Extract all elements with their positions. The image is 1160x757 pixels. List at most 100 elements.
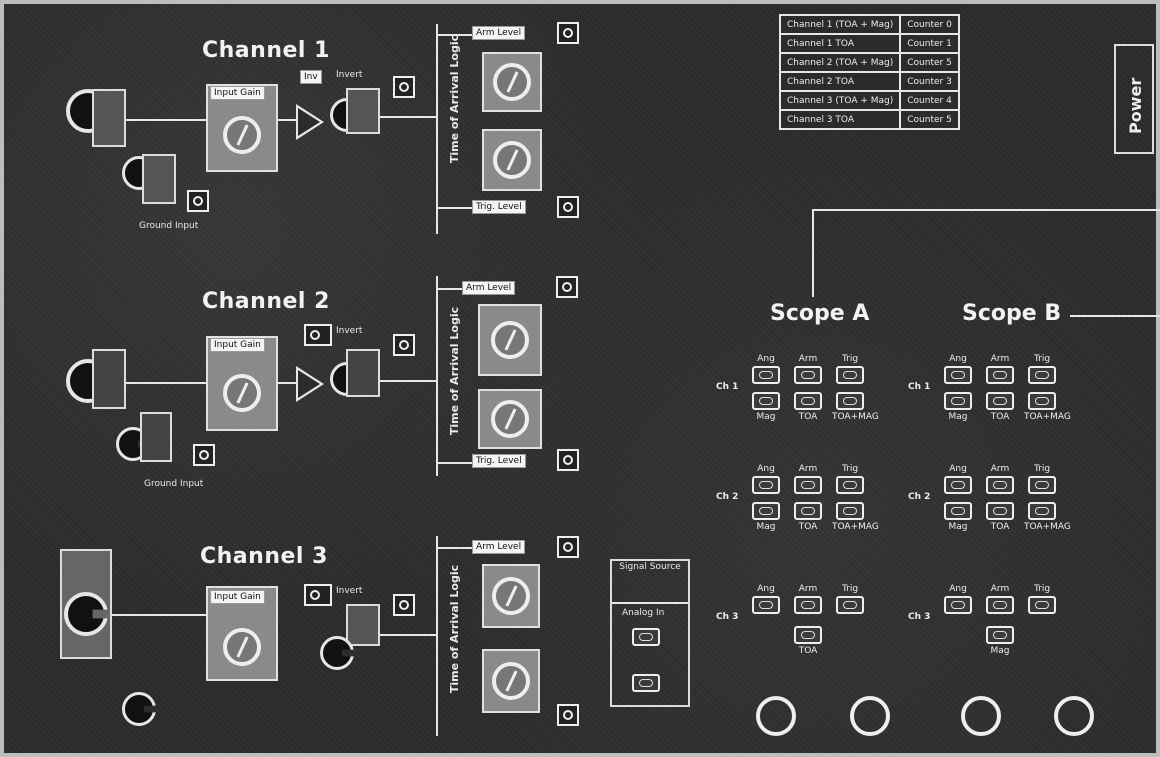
channel-2-arm-dial[interactable] <box>478 304 542 376</box>
channel-3-ground-connector[interactable] <box>122 692 156 726</box>
channel-2-ground-button[interactable] <box>193 444 215 466</box>
signal-source-button-2[interactable] <box>632 674 660 692</box>
channel-2-invert-button[interactable] <box>304 324 332 346</box>
scope-a-output-2-connector[interactable] <box>850 696 890 736</box>
signal-source-title: Signal Source <box>619 562 681 572</box>
channel-3-arm-level-button[interactable] <box>557 536 579 558</box>
scope-select-button[interactable] <box>1028 502 1056 520</box>
scope-select-button[interactable] <box>1028 476 1056 494</box>
scope-bottom-label: TOA+MAG <box>832 412 879 422</box>
scope-select-button[interactable] <box>794 626 822 644</box>
scope-top-label: Ang <box>949 354 967 364</box>
scope-select-button[interactable] <box>752 476 780 494</box>
scope-channel-label: Ch 3 <box>908 612 931 622</box>
channel-3-invert-button[interactable] <box>304 584 332 606</box>
scope-b-output-1-connector[interactable] <box>961 696 1001 736</box>
channel-1-arm-dial[interactable] <box>482 52 542 112</box>
channel-1-ground-block <box>142 154 176 204</box>
channel-2-trig-level-button[interactable] <box>557 449 579 471</box>
scope-top-label: Ang <box>949 584 967 594</box>
table-row: Channel 1 (TOA + Mag)Counter 0 <box>778 14 960 35</box>
scope-select-button[interactable] <box>794 392 822 410</box>
scope-channel-label: Ch 1 <box>716 382 739 392</box>
channel-3-arm-level-label: Arm Level <box>472 540 526 554</box>
scope-a-output-1-connector[interactable] <box>756 696 796 736</box>
scope-top-label: Ang <box>757 354 775 364</box>
channel-1-input-block <box>92 89 126 147</box>
channel-2-trig-level-label: Trig. Level <box>472 454 526 468</box>
scope-select-button[interactable] <box>752 596 780 614</box>
channel-1-ground-button[interactable] <box>187 190 209 212</box>
channel-2-invert-label: Invert <box>336 326 363 336</box>
scope-select-button[interactable] <box>1028 392 1056 410</box>
scope-bottom-label: TOA+MAG <box>1024 522 1071 532</box>
channel-2-trig-dial[interactable] <box>478 389 542 449</box>
channel-3-invert-block <box>346 604 380 646</box>
channel-3-trig-dial[interactable] <box>482 649 540 713</box>
channel-1-arm-level-label: Arm Level <box>472 26 526 40</box>
channel-2-invert-block <box>346 349 380 397</box>
scope-top-label: Trig <box>841 464 859 474</box>
scope-select-button[interactable] <box>1028 596 1056 614</box>
scope-bottom-label: Mag <box>948 522 968 532</box>
scope-select-button[interactable] <box>986 502 1014 520</box>
scope-bottom-label: Mag <box>990 646 1010 656</box>
power-switch[interactable]: Power <box>1114 44 1154 154</box>
scope-select-button[interactable] <box>944 392 972 410</box>
scope-select-button[interactable] <box>794 366 822 384</box>
scope-select-button[interactable] <box>794 502 822 520</box>
scope-b-output-2-connector[interactable] <box>1054 696 1094 736</box>
channel-1-trig-dial[interactable] <box>482 129 542 191</box>
scope-bottom-label: TOA <box>798 646 818 656</box>
channel-3-output-button[interactable] <box>393 594 415 616</box>
scope-select-button[interactable] <box>836 502 864 520</box>
scope-top-label: Ang <box>949 464 967 474</box>
scope-select-button[interactable] <box>836 596 864 614</box>
scope-select-button[interactable] <box>1028 366 1056 384</box>
scope-select-button[interactable] <box>944 502 972 520</box>
scope-select-button[interactable] <box>752 392 780 410</box>
scope-bottom-label: TOA <box>798 412 818 422</box>
power-label: Power <box>1126 77 1145 134</box>
scope-top-label: Trig <box>1033 464 1051 474</box>
scope-select-button[interactable] <box>986 476 1014 494</box>
scope-select-button[interactable] <box>986 392 1014 410</box>
scope-select-button[interactable] <box>794 596 822 614</box>
scope-select-button[interactable] <box>986 626 1014 644</box>
scope-b-title: Scope B <box>962 301 1062 326</box>
channel-1-logic-label: Time of Arrival Logic <box>448 34 461 164</box>
scope-select-button[interactable] <box>836 392 864 410</box>
channel-3-arm-dial[interactable] <box>482 564 540 628</box>
scope-top-label: Trig <box>1033 354 1051 364</box>
scope-select-button[interactable] <box>944 596 972 614</box>
scope-channel-label: Ch 2 <box>908 492 931 502</box>
scope-select-button[interactable] <box>944 476 972 494</box>
scope-select-button[interactable] <box>752 502 780 520</box>
channel-1-trig-level-button[interactable] <box>557 196 579 218</box>
scope-select-button[interactable] <box>986 596 1014 614</box>
scope-select-button[interactable] <box>836 366 864 384</box>
channel-1-output-button[interactable] <box>393 76 415 98</box>
scope-select-button[interactable] <box>944 366 972 384</box>
scope-select-button[interactable] <box>752 366 780 384</box>
scope-top-label: Arm <box>798 584 818 594</box>
channel-2-output-button[interactable] <box>393 334 415 356</box>
scope-bottom-label: TOA <box>990 412 1010 422</box>
scope-select-button[interactable] <box>986 366 1014 384</box>
table-row: Channel 3 (TOA + Mag)Counter 4 <box>778 90 960 111</box>
scope-channel-label: Ch 3 <box>716 612 739 622</box>
channel-2-arm-level-button[interactable] <box>556 276 578 298</box>
channel-1-invert-button[interactable]: Inv <box>300 70 322 84</box>
channel-3-trig-level-button[interactable] <box>557 704 579 726</box>
channel-1-arm-level-button[interactable] <box>557 22 579 44</box>
signal-source-button-1[interactable] <box>632 628 660 646</box>
channel-2-arm-level-label: Arm Level <box>462 281 516 295</box>
scope-top-label: Arm <box>798 354 818 364</box>
scope-select-button[interactable] <box>836 476 864 494</box>
channel-3-title: Channel 3 <box>200 544 328 569</box>
channel-3-invert-connector[interactable] <box>320 636 354 670</box>
scope-select-button[interactable] <box>794 476 822 494</box>
